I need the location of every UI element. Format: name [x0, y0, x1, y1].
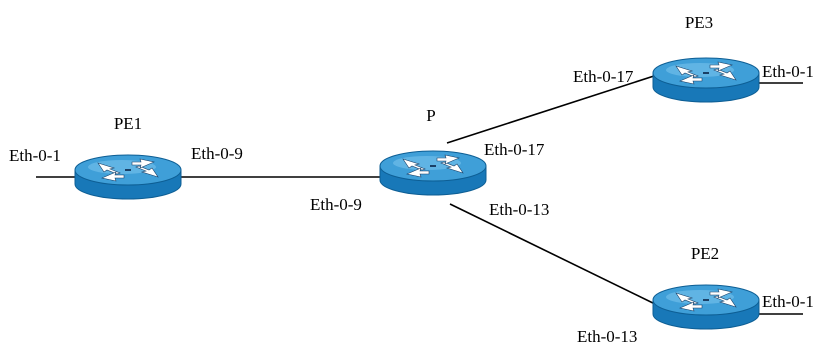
interface-label-pe2-left: Eth-0-13 — [577, 327, 637, 346]
router-label-pe3: PE3 — [685, 13, 713, 32]
router-pe1[interactable] — [74, 154, 182, 200]
interface-label-p-lower: Eth-0-13 — [489, 200, 549, 219]
router-pe3[interactable] — [652, 57, 760, 103]
links — [36, 74, 803, 315]
router-icon — [652, 284, 760, 330]
link-p-pe3 — [446, 74, 658, 144]
router-pe2[interactable] — [652, 284, 760, 330]
interface-label-pe1-left: Eth-0-1 — [9, 146, 61, 165]
router-icon — [74, 154, 182, 200]
router-label-pe1: PE1 — [114, 114, 142, 133]
interface-label-p-upper: Eth-0-17 — [484, 140, 545, 159]
link-p-pe2 — [449, 203, 658, 306]
router-p[interactable] — [379, 150, 487, 196]
router-icon — [379, 150, 487, 196]
interface-label-p-left: Eth-0-9 — [310, 195, 362, 214]
router-label-pe2: PE2 — [691, 244, 719, 263]
router-label-p: P — [426, 106, 435, 125]
router-icon — [652, 57, 760, 103]
interface-label-pe1-right: Eth-0-9 — [191, 144, 243, 163]
interface-label-pe3-right: Eth-0-1 — [762, 62, 814, 81]
interface-label-pe2-right: Eth-0-1 — [762, 292, 814, 311]
interface-label-pe3-left: Eth-0-17 — [573, 67, 634, 86]
